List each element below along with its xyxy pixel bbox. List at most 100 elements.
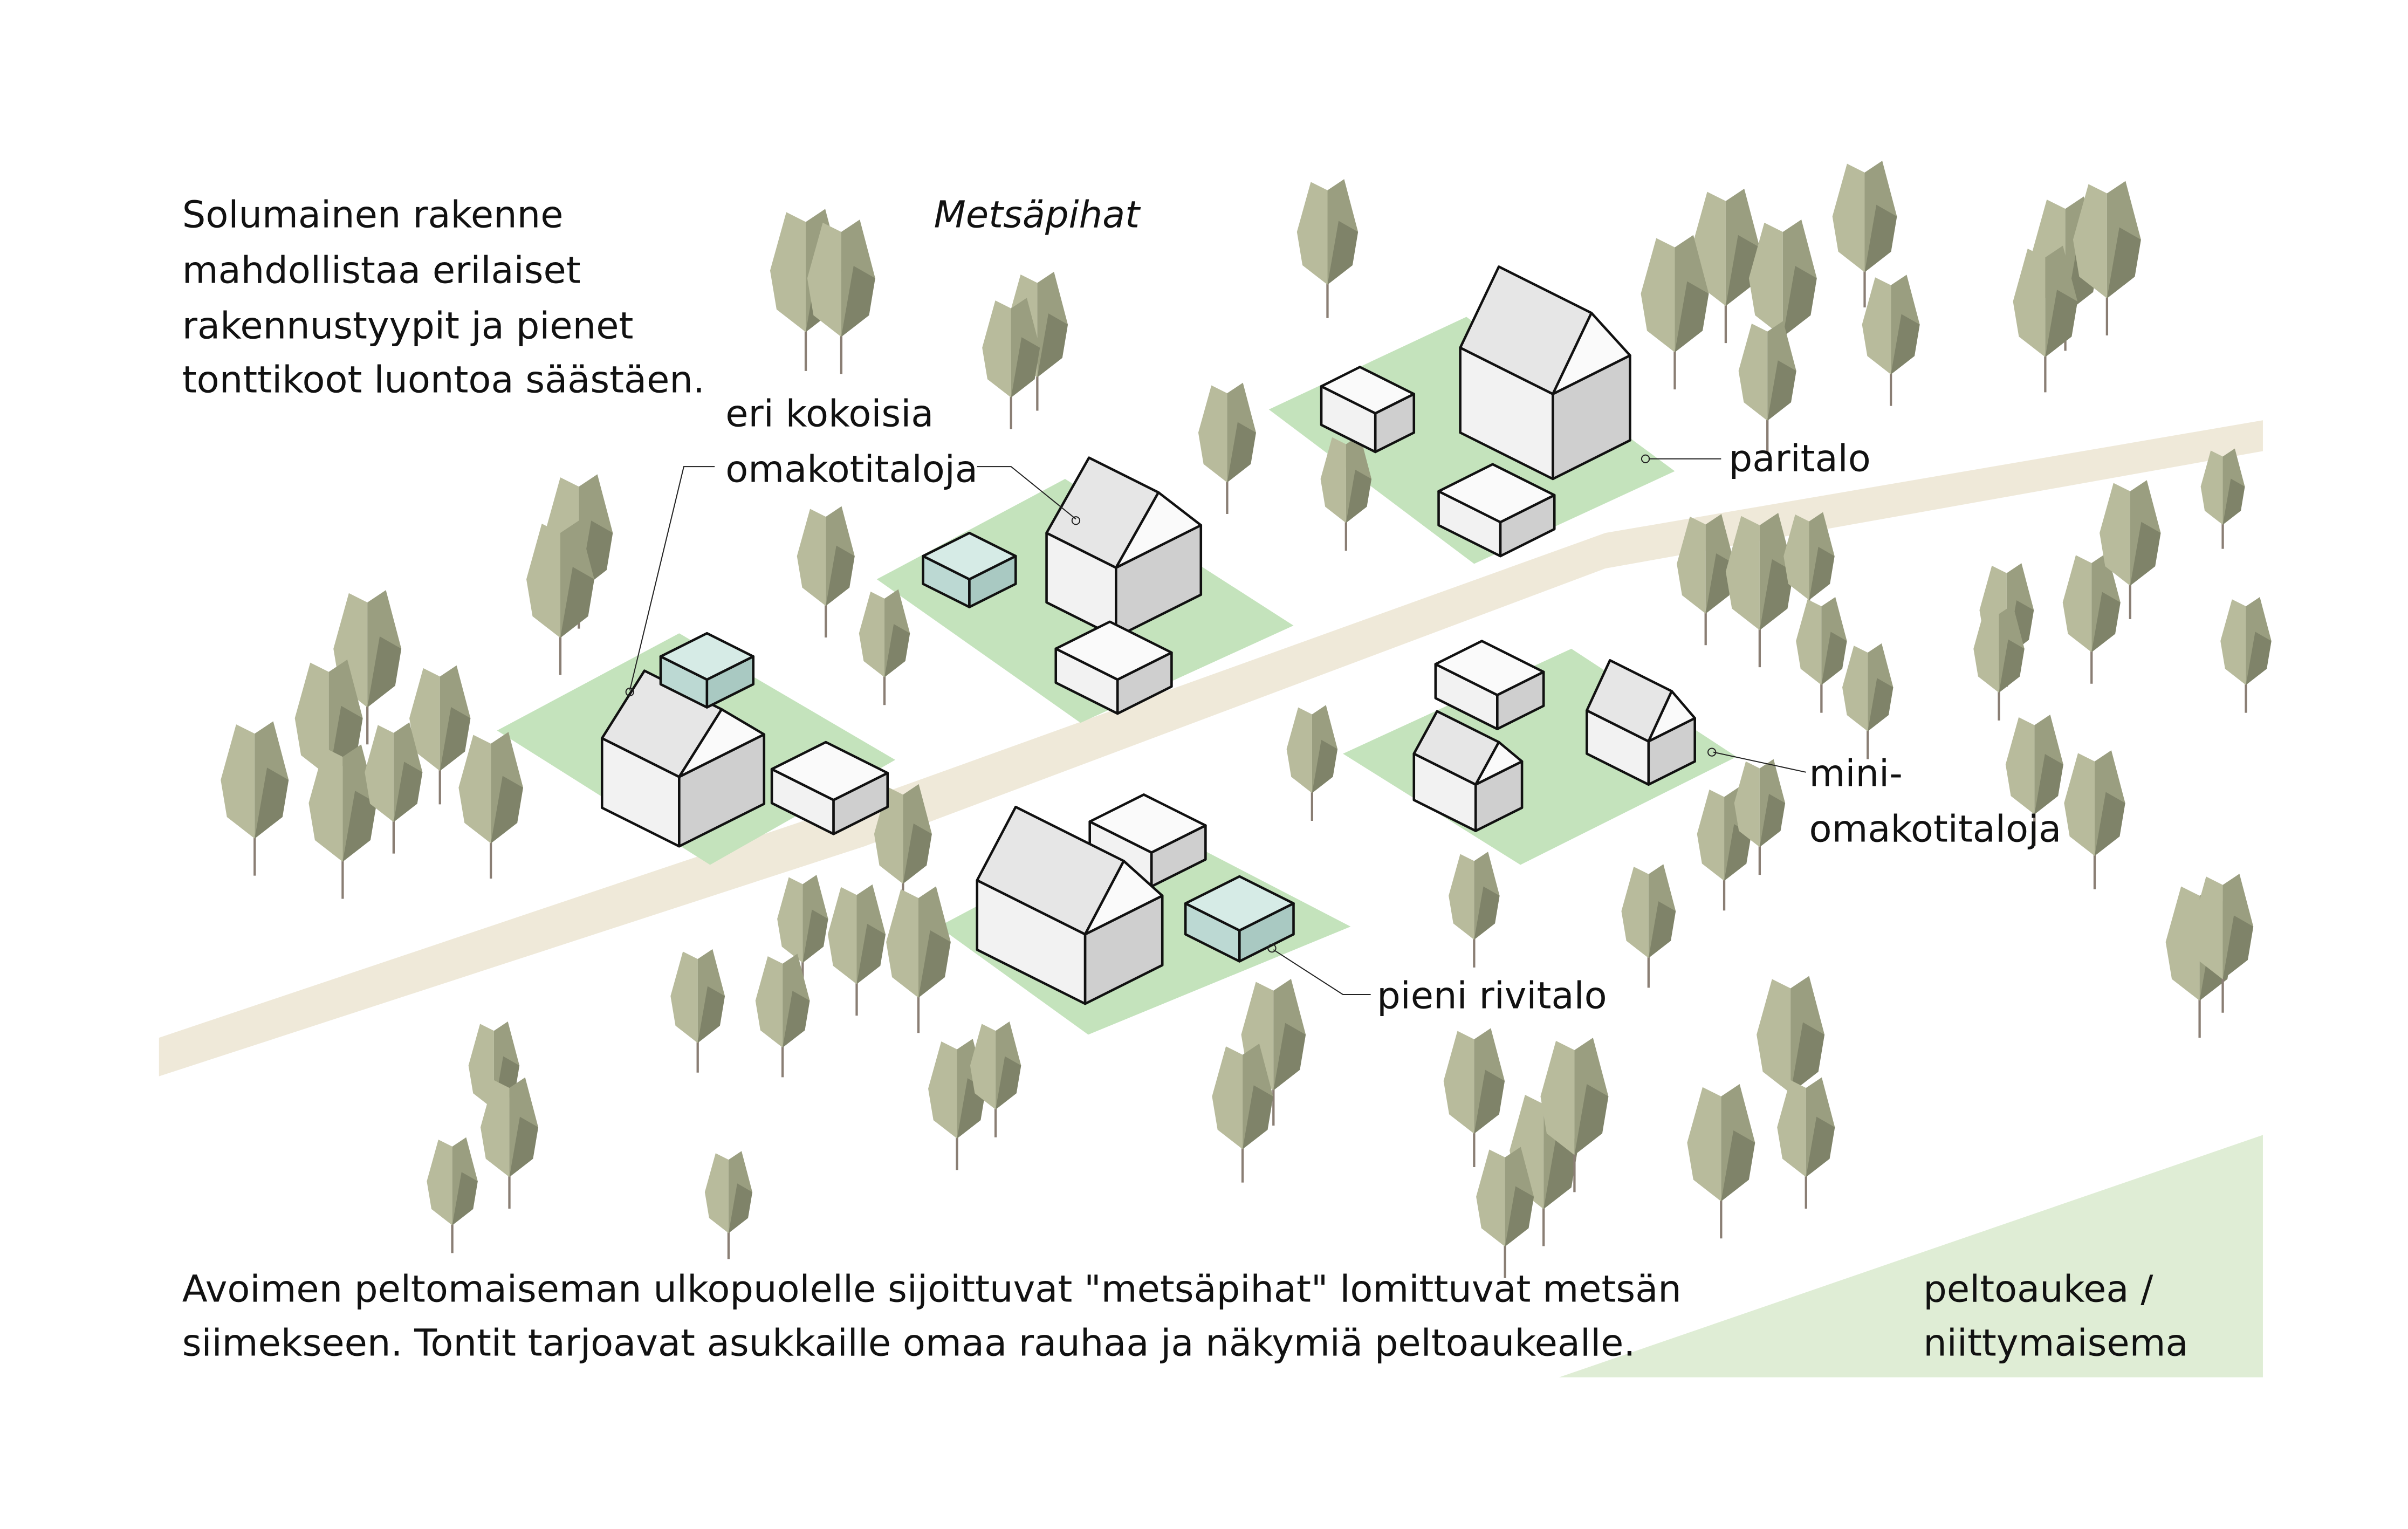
tree-crown-light <box>1476 1149 1505 1247</box>
tree <box>2073 181 2141 335</box>
tree <box>1777 1077 1835 1209</box>
tree <box>2062 552 2121 684</box>
tree-crown-shadow <box>1767 360 1796 421</box>
tree-crown-shadow <box>1474 886 1500 940</box>
house-roof-flat <box>1437 463 1556 524</box>
house <box>1434 640 1545 730</box>
intro-line: Solumainen rakenne <box>182 193 564 236</box>
tree <box>2100 480 2161 619</box>
tree <box>670 949 725 1073</box>
tree-crown-shadow <box>826 545 855 606</box>
tree <box>2005 715 2063 846</box>
tree-crown-light <box>1796 599 1822 685</box>
house-roof-flat <box>1320 366 1416 415</box>
tree-crown-light <box>770 212 806 332</box>
tree-crown-shadow <box>1806 1116 1835 1177</box>
tree-crown-shadow <box>1243 1085 1273 1149</box>
tree-crown-shadow <box>1864 204 1897 272</box>
tree <box>1443 1028 1505 1167</box>
tree-crown-shadow <box>1721 1130 1755 1202</box>
tree-crown-shadow <box>440 707 471 771</box>
tree-crown-light <box>1973 607 1999 693</box>
tree-crown-shadow <box>918 930 951 998</box>
label-niittymaisema: niittymaisema <box>1923 1322 2188 1365</box>
tree <box>1842 643 1894 759</box>
tree <box>1862 275 1920 406</box>
tree-crown-shadow <box>367 636 402 708</box>
tree-crown-shadow <box>452 1172 478 1225</box>
tree <box>1796 596 1847 713</box>
tree <box>1198 382 1256 514</box>
tree-crown-shadow <box>342 791 377 862</box>
tree-crown-light <box>827 887 857 984</box>
tree <box>1738 321 1796 452</box>
tree-crown-shadow <box>1782 266 1817 337</box>
tree-crown-light <box>886 889 918 998</box>
tree-crown-light <box>1443 1031 1474 1134</box>
tree-crown-light <box>458 735 491 844</box>
tree <box>886 886 951 1033</box>
tree <box>1687 1084 1755 1239</box>
tree <box>1286 705 1338 821</box>
tree-crown-light <box>670 951 698 1043</box>
house <box>1459 265 1631 481</box>
tree-crown-light <box>2220 599 2246 685</box>
tree <box>1621 864 1676 988</box>
tree <box>807 220 875 374</box>
tree-crown-light <box>2165 886 2200 1001</box>
tree <box>333 590 402 745</box>
tree-crown-light <box>1734 761 1760 847</box>
tree-crown-light <box>859 591 885 677</box>
tree-crown-shadow <box>1574 1084 1609 1155</box>
tree-crown-shadow <box>1312 739 1338 793</box>
tree-crown-light <box>2192 876 2223 979</box>
tree <box>458 732 523 879</box>
house-roof-flat <box>1088 793 1207 854</box>
tree-crown-light <box>755 956 783 1048</box>
tree-crown-shadow <box>856 923 886 984</box>
tree <box>1320 435 1372 551</box>
house <box>1054 620 1173 715</box>
tree <box>1296 179 1359 318</box>
tree-crown-light <box>2062 555 2092 653</box>
tree-crown-shadow <box>1543 1138 1578 1209</box>
tree-crown-shadow <box>2091 592 2121 653</box>
tree-crown-light <box>365 725 394 822</box>
caption: Avoimen peltomaiseman ulkopuolelle sijoi… <box>182 1268 1682 1365</box>
tree-crown-shadow <box>2107 227 2141 299</box>
house-gable <box>1552 312 1631 395</box>
tree <box>1973 605 2025 721</box>
tree-crown-light <box>1198 385 1227 483</box>
house <box>976 805 1164 1005</box>
tree <box>2192 874 2254 1013</box>
tree-crown-shadow <box>697 986 725 1043</box>
tree <box>2064 750 2125 889</box>
tree-crown-light <box>2200 450 2223 525</box>
tree-crown-light <box>1540 1040 1575 1155</box>
tree-crown-light <box>2005 717 2035 814</box>
tree-crown-shadow <box>802 909 828 963</box>
tree-crown-shadow <box>1505 1186 1534 1247</box>
tree-crown-light <box>1783 514 1809 600</box>
tree-crown-light <box>1641 238 1675 353</box>
house <box>1437 463 1556 558</box>
tree <box>2220 596 2272 713</box>
intro-text: Solumainen rakenne mahdollistaa erilaise… <box>182 193 705 401</box>
trees <box>221 161 2272 1278</box>
intro-line: tonttikoot luontoa säästäen. <box>182 359 705 402</box>
tree-crown-shadow <box>255 767 289 839</box>
tree-crown-light <box>1738 324 1768 421</box>
tree-crown-light <box>1687 1087 1721 1202</box>
tree-crown-light <box>1677 516 1706 614</box>
tree-crown-light <box>2073 184 2107 299</box>
tree-crown-light <box>1842 646 1868 731</box>
house-roof-flat <box>1434 640 1545 696</box>
house <box>600 669 766 848</box>
tree-crown-shadow <box>1891 314 1920 375</box>
label-mini: mini- <box>1809 752 1902 796</box>
tree <box>1641 235 1709 389</box>
house <box>1320 366 1416 454</box>
house-gable <box>1115 491 1203 569</box>
house-roof-flat <box>1054 620 1173 681</box>
tree-crown-light <box>1286 707 1312 793</box>
